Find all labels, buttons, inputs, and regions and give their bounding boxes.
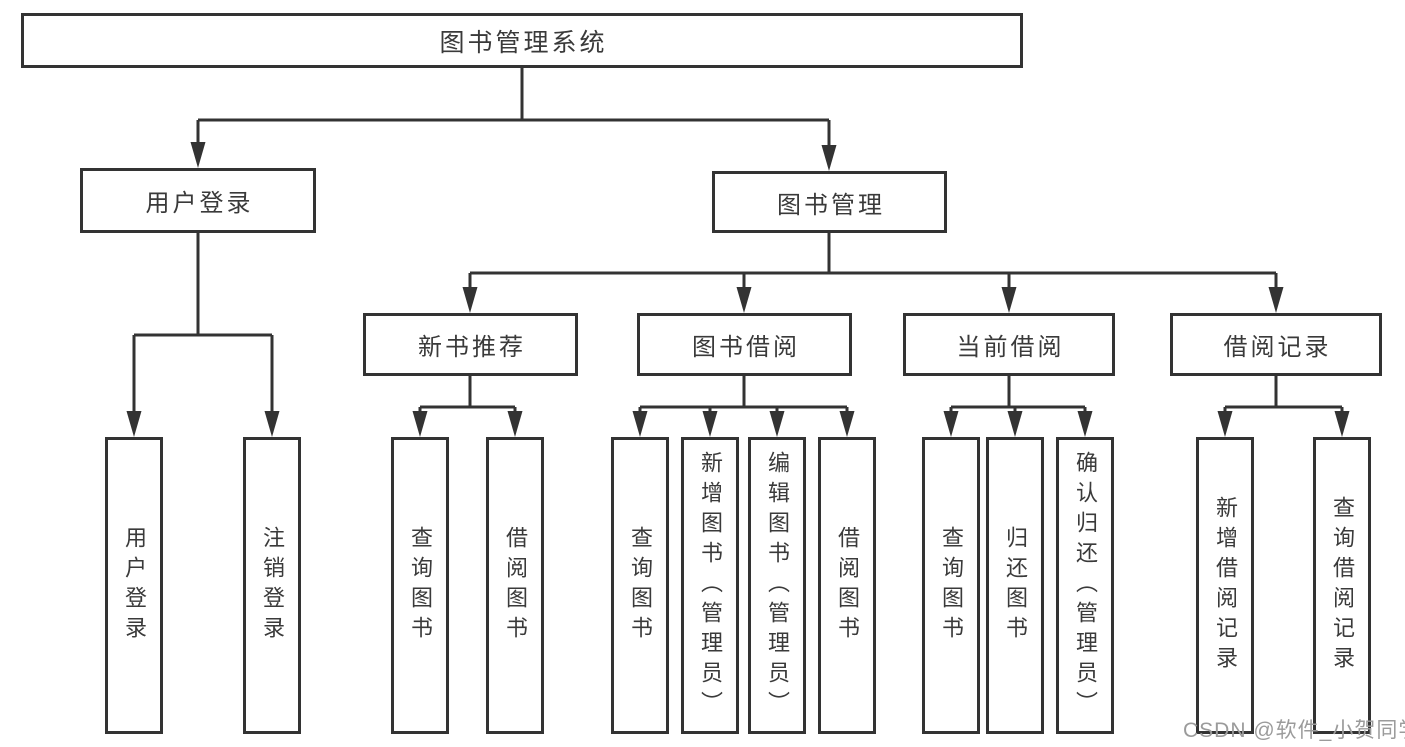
leaf-user-login: 用户登录 xyxy=(105,437,163,734)
arrowhead xyxy=(1217,411,1233,437)
leaf-query-books-borrow: 查询图书 xyxy=(611,437,669,734)
leaf-query-books-recommend: 查询图书 xyxy=(391,437,449,734)
node-label: 借阅图书 xyxy=(503,525,528,646)
leaf-add-books-admin: 新增图书（管理员） xyxy=(681,437,739,734)
node-label: 查询图书 xyxy=(408,525,433,646)
leaf-query-borrow-record: 查询借阅记录 xyxy=(1313,437,1371,734)
edge-userlogin-to-leaves xyxy=(132,233,274,415)
edge-borrowrecords-to-leaves xyxy=(1223,376,1344,415)
node-user-login: 用户登录 xyxy=(80,168,316,233)
node-label: 借阅图书 xyxy=(835,525,860,646)
edge-bookmgmt-to-level3 xyxy=(468,233,1278,291)
node-label: 编辑图书（管理员） xyxy=(765,450,790,721)
edge-newbookrec-to-leaves xyxy=(418,376,517,415)
node-label: 注销登录 xyxy=(260,525,285,646)
leaf-edit-books-admin: 编辑图书（管理员） xyxy=(748,437,806,734)
edge-bookborrow-to-leaves xyxy=(638,376,849,415)
node-label: 图书管理 xyxy=(777,191,885,219)
leaf-query-books-current: 查询图书 xyxy=(922,437,980,734)
leaf-return-books: 归还图书 xyxy=(986,437,1044,734)
arrowhead xyxy=(1001,287,1017,313)
node-book-management: 图书管理 xyxy=(712,171,947,233)
edge-root-to-level2 xyxy=(196,68,831,149)
arrowhead xyxy=(821,145,837,171)
arrowhead xyxy=(736,287,752,313)
node-label: 当前借阅 xyxy=(956,334,1065,361)
node-label: 查询图书 xyxy=(939,525,964,646)
arrowhead xyxy=(412,411,428,437)
node-label: 新书推荐 xyxy=(418,334,526,361)
leaf-confirm-return-admin: 确认归还（管理员） xyxy=(1056,437,1114,734)
csdn-watermark: CSDN @软件_小贺同学 xyxy=(1183,719,1405,742)
node-book-borrowing: 图书借阅 xyxy=(637,313,852,376)
arrowhead xyxy=(1334,411,1350,437)
arrowhead xyxy=(632,411,648,437)
arrowhead xyxy=(943,411,959,437)
arrowhead xyxy=(1077,411,1093,437)
node-label: 确认归还（管理员） xyxy=(1073,450,1098,721)
node-label: 归还图书 xyxy=(1003,525,1028,646)
node-current-borrowing: 当前借阅 xyxy=(903,313,1115,376)
arrowhead xyxy=(769,411,785,437)
node-label: 借阅记录 xyxy=(1223,334,1332,361)
arrowhead xyxy=(190,142,206,168)
leaf-add-borrow-record: 新增借阅记录 xyxy=(1196,437,1254,734)
arrowhead xyxy=(462,287,478,313)
arrowhead xyxy=(507,411,523,437)
node-library-management-system: 图书管理系统 xyxy=(21,13,1023,68)
node-label: 图书借阅 xyxy=(692,334,800,361)
node-label: 用户登录 xyxy=(145,190,254,217)
node-label: 查询借阅记录 xyxy=(1330,495,1355,676)
arrowhead xyxy=(839,411,855,437)
node-label: 图书管理系统 xyxy=(439,28,608,57)
leaf-borrow-books: 借阅图书 xyxy=(818,437,876,734)
edge-currentborrow-to-leaves xyxy=(949,376,1087,415)
node-label: 用户登录 xyxy=(122,525,147,646)
node-borrowing-records: 借阅记录 xyxy=(1170,313,1382,376)
node-label: 查询图书 xyxy=(628,525,653,646)
arrowhead xyxy=(126,411,142,437)
node-label: 新增图书（管理员） xyxy=(698,450,723,721)
arrowhead xyxy=(1007,411,1023,437)
leaf-logout: 注销登录 xyxy=(243,437,301,734)
leaf-borrow-books-recommend: 借阅图书 xyxy=(486,437,544,734)
node-label: 新增借阅记录 xyxy=(1213,495,1238,676)
node-new-book-recommend: 新书推荐 xyxy=(363,313,578,376)
arrowhead xyxy=(1268,287,1284,313)
arrowhead xyxy=(264,411,280,437)
arrowhead xyxy=(702,411,718,437)
